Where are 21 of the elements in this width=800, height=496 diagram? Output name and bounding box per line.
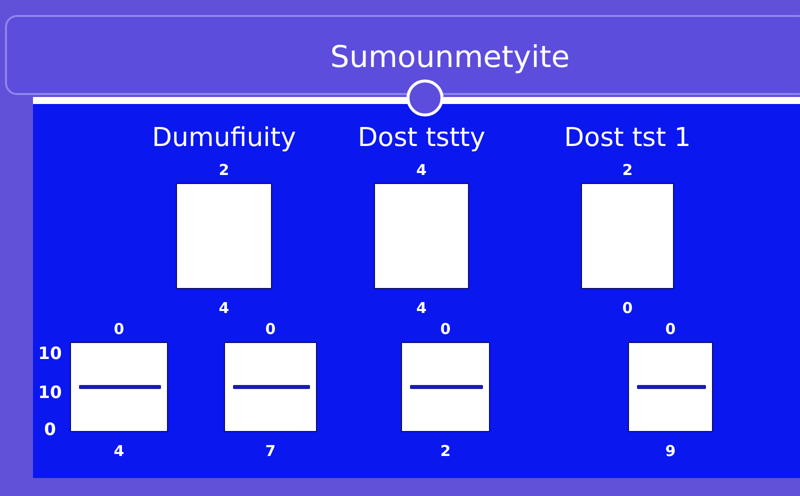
number-label: 4 xyxy=(415,161,428,179)
number-label: 2 xyxy=(439,442,452,460)
scale-label: 10 xyxy=(37,345,63,363)
number-label: 2 xyxy=(621,161,634,179)
column-heading: Dumufiuity xyxy=(151,123,297,153)
page-title: Sumounmetyite xyxy=(329,40,571,76)
scale-label: 0 xyxy=(43,421,57,439)
number-label: 0 xyxy=(112,320,126,338)
number-label: 0 xyxy=(439,320,452,338)
number-label: 9 xyxy=(664,442,677,460)
number-label: 4 xyxy=(415,299,428,317)
scale-label: 10 xyxy=(37,384,63,402)
number-label: 0 xyxy=(621,299,634,317)
number-label: 7 xyxy=(264,442,277,460)
number-label: 0 xyxy=(264,320,277,338)
number-label: 0 xyxy=(664,320,677,338)
column-heading: Dost tstty xyxy=(356,123,486,153)
number-label: 2 xyxy=(218,161,230,179)
number-label: 4 xyxy=(112,442,126,460)
column-heading: Dost tst 1 xyxy=(563,123,692,153)
number-label: 4 xyxy=(218,299,230,317)
